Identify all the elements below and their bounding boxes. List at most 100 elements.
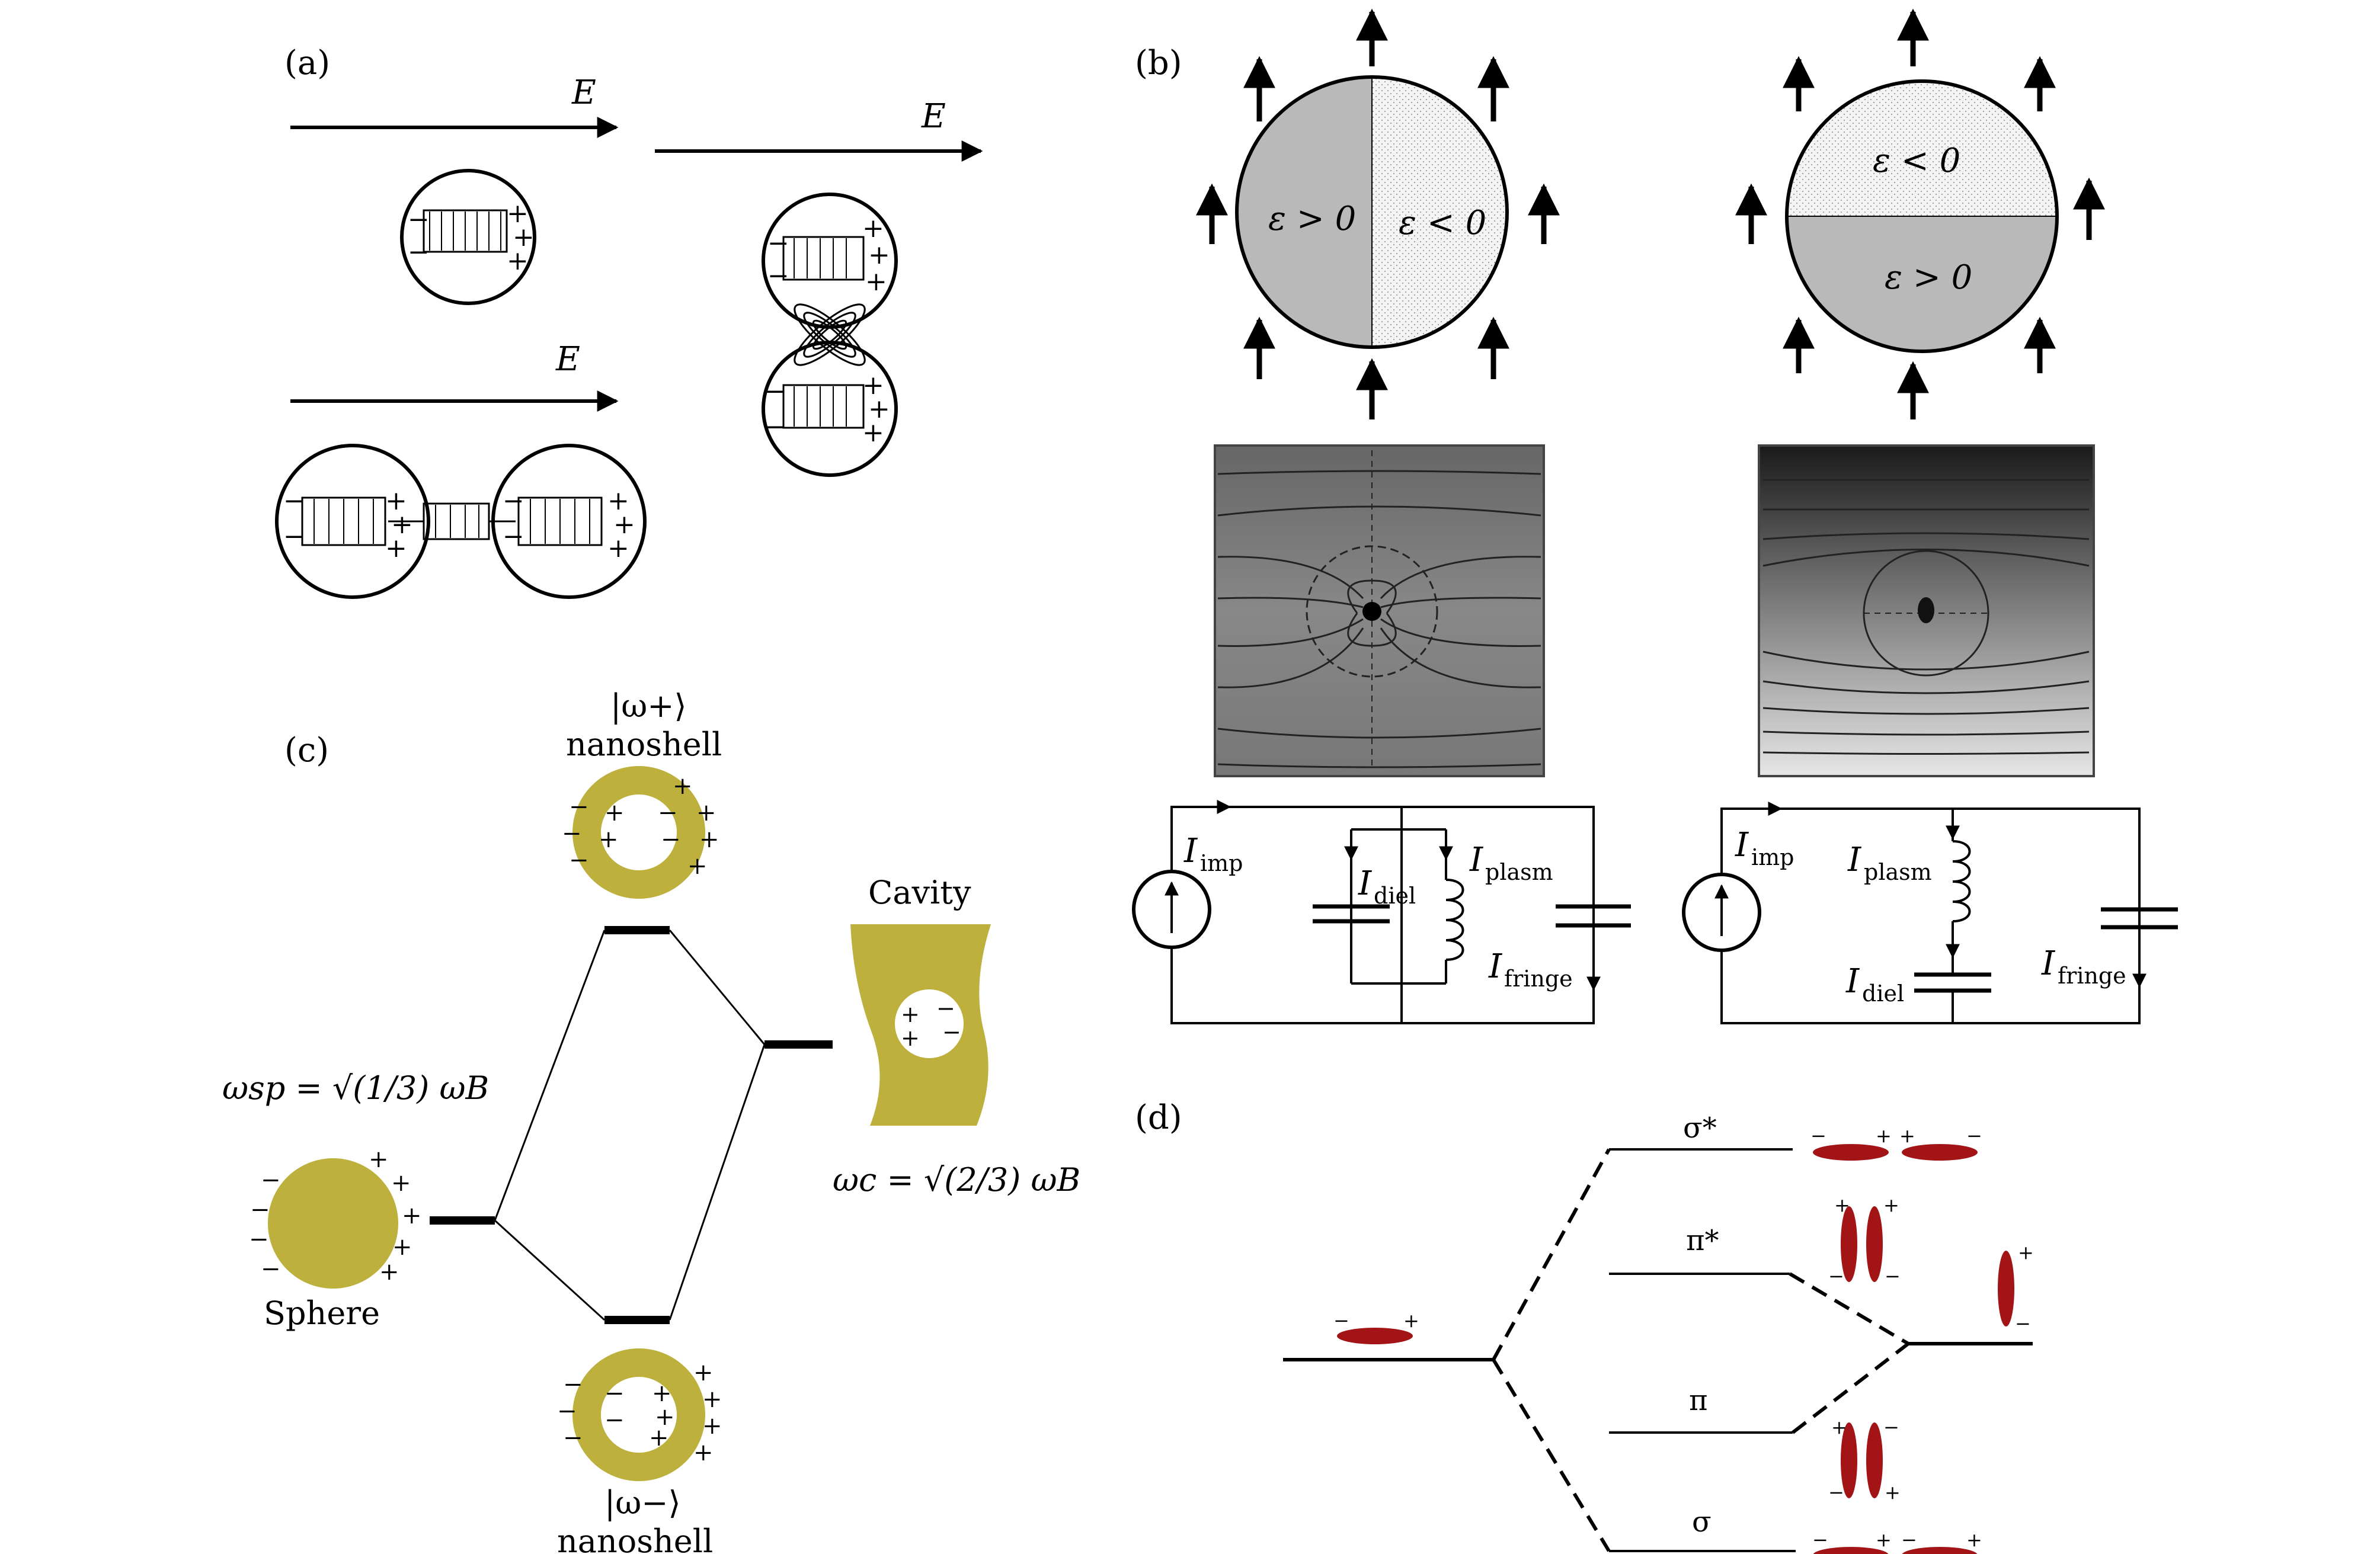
panel-a-label: (a): [284, 44, 330, 82]
panel-c-label: (c): [284, 731, 329, 770]
current-subscript: plasm: [1864, 859, 1932, 885]
horizontal-dimer: − − + + + − − + + +: [275, 444, 647, 599]
plus-sign: +: [1883, 1194, 1899, 1216]
minus-sign: −: [283, 521, 305, 552]
plus-sign: +: [391, 1169, 411, 1197]
pi-label: π: [1689, 1384, 1708, 1417]
minus-sign: −: [1828, 1481, 1844, 1504]
field-plot-right: [1758, 444, 2095, 777]
particle-circle: [400, 169, 536, 305]
dipole-ellipses: [1337, 1144, 2014, 1554]
panel-b-label: (b): [1135, 44, 1182, 82]
plus-sign: +: [1899, 1124, 1915, 1147]
current-subscript: diel: [1862, 981, 1904, 1007]
energy-levels-d: [1283, 1148, 2033, 1552]
current-subscript: imp: [1200, 850, 1243, 876]
dipole-signs: − + − + + − + + − − + − + − − + − + − +: [1333, 1124, 2034, 1551]
panel-d-label: (d): [1135, 1098, 1182, 1137]
current-symbol: I: [1488, 947, 1503, 986]
plus-sign: +: [2018, 1241, 2034, 1264]
minus-sign: −: [261, 1167, 281, 1194]
current-symbol: I: [1847, 841, 1862, 879]
plus-sign: +: [385, 533, 407, 563]
plus-sign: +: [1876, 1124, 1892, 1147]
plus-sign: +: [673, 773, 693, 800]
minus-sign: −: [569, 793, 589, 821]
crossed-coils: [794, 303, 866, 366]
minus-sign: −: [936, 995, 955, 1021]
circuit-right: [1682, 802, 2178, 1024]
eps-positive-label: ε > 0: [1268, 200, 1356, 238]
panel-d: (d) σ* π* π σ: [1135, 1098, 2034, 1554]
minus-sign: −: [767, 228, 789, 258]
field-label: E: [555, 340, 580, 379]
eps-negative-label: ε < 0: [1399, 204, 1486, 242]
sphere: ωsp = √(1/3) ωB − − − − + + + + + Sphere: [222, 1069, 489, 1332]
plus-sign: +: [693, 1359, 714, 1386]
omega-minus-ket: |ω−⟩: [604, 1484, 681, 1521]
plus-sign: +: [655, 1404, 675, 1431]
plus-sign: +: [868, 394, 890, 424]
plus-sign: +: [613, 510, 635, 540]
current-symbol: I: [1469, 841, 1484, 879]
sigma-label: σ: [1692, 1505, 1712, 1539]
plus-sign: +: [1834, 1194, 1850, 1216]
cavity: Cavity + + − − ωc = √(2/3) ωB: [833, 874, 1080, 1199]
minus-sign: −: [1812, 1529, 1828, 1551]
sigma-star-label: σ*: [1683, 1111, 1717, 1145]
plus-sign: +: [901, 1025, 920, 1051]
minus-sign: −: [1901, 1529, 1917, 1551]
nanoshell-top-label: nanoshell: [566, 726, 722, 763]
current-subscript: fringe: [1504, 966, 1573, 992]
plus-sign: +: [696, 799, 716, 826]
minus-sign: −: [661, 826, 681, 853]
minus-sign: −: [408, 237, 430, 267]
omega-plus-ket: |ω+⟩: [610, 687, 687, 725]
circuit-left: [1132, 800, 1631, 1024]
energy-levels-c: [430, 926, 833, 1324]
orbital-labels: σ* π* π σ: [1683, 1111, 1719, 1539]
vertical-dimer: − − + + + − − + + +: [762, 193, 898, 477]
plus-sign: +: [507, 246, 529, 276]
plus-sign: +: [1831, 1416, 1847, 1438]
sphere-label: Sphere: [264, 1295, 380, 1332]
plus-sign: +: [402, 1202, 422, 1229]
minus-sign: −: [658, 799, 678, 826]
nanoshell-bottom-label: nanoshell: [557, 1523, 713, 1554]
plus-sign: +: [369, 1146, 389, 1173]
minus-sign: −: [1828, 1265, 1844, 1287]
plus-sign: +: [507, 198, 529, 229]
minus-sign: −: [604, 1380, 625, 1407]
minus-sign: −: [408, 204, 430, 235]
current-symbol: I: [1358, 864, 1373, 903]
panel-c: (c) |ω+⟩ nanoshell − − − + + + + + + − −: [222, 687, 1080, 1554]
plus-sign: +: [513, 222, 535, 252]
current-subscript: imp: [1751, 844, 1794, 870]
sphere-right: ε < 0 ε > 0: [1785, 79, 2059, 353]
sphere-left: ε > 0 ε < 0: [1235, 75, 1509, 349]
field-label: E: [921, 97, 946, 136]
field-arrows: [1196, 8, 2105, 419]
minus-sign: −: [563, 1371, 583, 1398]
plus-sign: +: [392, 1233, 412, 1261]
coil: [423, 209, 508, 253]
plus-sign: +: [1876, 1529, 1892, 1551]
plus-sign: +: [652, 1380, 672, 1407]
plus-sign: +: [693, 1439, 714, 1466]
cavity-label: Cavity: [868, 874, 971, 911]
plus-sign: +: [385, 486, 407, 516]
minus-sign: −: [1810, 1124, 1826, 1147]
plus-sign: +: [1885, 1481, 1901, 1504]
plus-sign: +: [699, 826, 719, 853]
current-symbol: I: [1183, 832, 1198, 870]
omega-sp-formula: ωsp = √(1/3) ωB: [222, 1069, 489, 1107]
nanoshell-bottom: − − − − − + + + + + + + |ω−⟩ nanoshell: [557, 1348, 722, 1554]
minus-sign: −: [1885, 1265, 1901, 1287]
circuit-right-labels: I imp I plasm I diel I fringe: [1735, 826, 2126, 1007]
current-subscript: fringe: [2058, 963, 2126, 989]
minus-sign: −: [1966, 1124, 1982, 1147]
minus-sign: −: [2015, 1312, 2031, 1335]
minus-sign: −: [283, 486, 305, 516]
